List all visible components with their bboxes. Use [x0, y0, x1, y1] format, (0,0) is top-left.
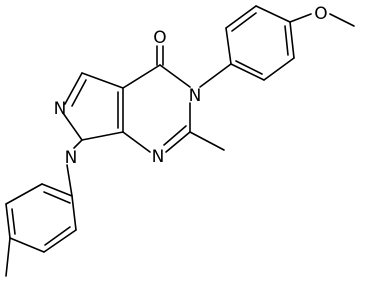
bond	[5, 237, 11, 277]
bond	[235, 60, 263, 75]
bond	[66, 164, 73, 197]
bond	[43, 191, 71, 204]
bond	[44, 226, 71, 246]
bond	[263, 57, 295, 81]
atom-label-n1: N	[65, 148, 78, 168]
bond	[9, 237, 45, 253]
atom-label-pyrazole-nitrogen: N	[54, 99, 67, 119]
bond	[225, 27, 232, 65]
bond	[289, 21, 295, 59]
atom-label-n5: N	[189, 86, 202, 106]
bond	[71, 79, 87, 107]
bond	[5, 203, 11, 239]
atom-label-methoxy-oxygen: O	[314, 4, 327, 24]
bond	[81, 72, 124, 89]
bond	[73, 139, 83, 149]
bond	[71, 195, 77, 231]
bond	[11, 208, 16, 235]
bond	[284, 25, 289, 56]
bond	[225, 5, 257, 29]
bond	[230, 63, 265, 81]
bond-layer	[5, 5, 355, 277]
bond	[329, 13, 355, 27]
bond	[255, 5, 291, 23]
bond	[165, 131, 191, 153]
atom-label-n7: N	[152, 147, 165, 167]
bond	[5, 183, 43, 205]
bond	[231, 12, 257, 32]
atom-label-carbonyl-oxygen: O	[153, 28, 166, 48]
bond	[122, 64, 161, 89]
bond	[81, 131, 124, 141]
bond	[122, 131, 151, 153]
bond	[189, 131, 225, 151]
bond	[62, 112, 83, 141]
bond	[41, 183, 73, 197]
bond	[43, 229, 77, 253]
bond	[159, 64, 191, 88]
bond	[64, 72, 83, 105]
bond	[289, 13, 312, 23]
bond	[199, 63, 232, 88]
bond	[163, 125, 187, 146]
atom-layer: O O N N N N	[54, 4, 328, 168]
